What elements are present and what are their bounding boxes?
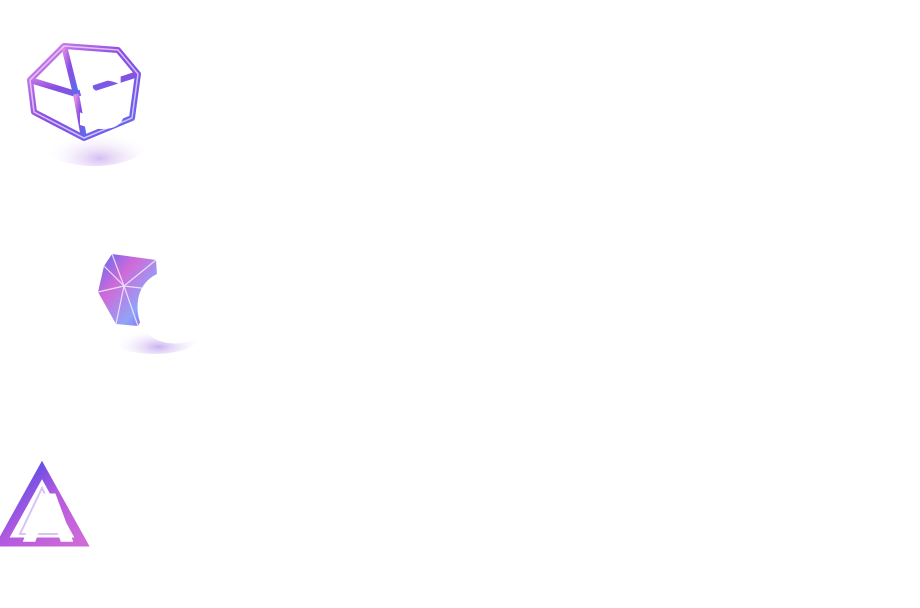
- tile-c: C: [94, 246, 203, 365]
- triangle-prism-icon: A: [0, 460, 90, 558]
- crystal-gem-icon: C: [97, 253, 203, 365]
- tile-letter: S: [74, 57, 130, 147]
- tile-s: S: [22, 40, 150, 166]
- wireframe-cube-icon: S: [27, 43, 150, 166]
- tile-a: A: [0, 460, 90, 558]
- tile-letter: C: [133, 253, 203, 365]
- tile-letter: A: [22, 481, 73, 558]
